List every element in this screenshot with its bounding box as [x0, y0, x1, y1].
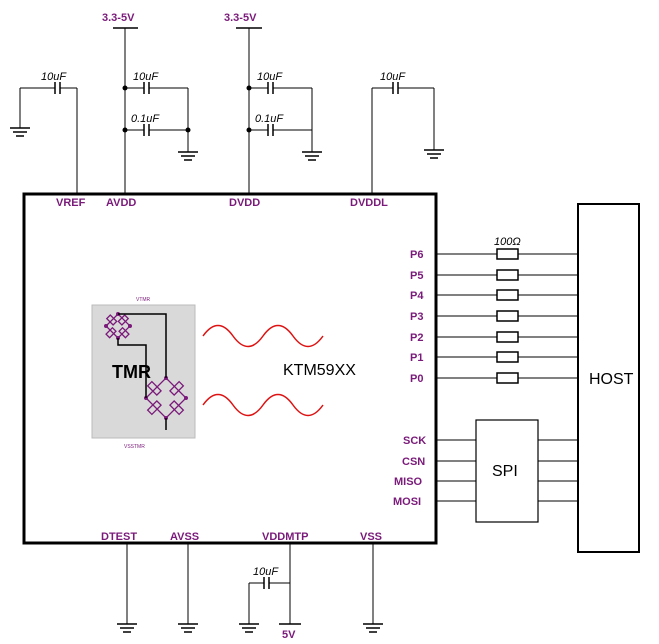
dvdd-cap1-label: 10uF	[257, 71, 283, 83]
pin-sck: SCK	[403, 435, 426, 447]
pin-p3: P3	[410, 311, 423, 323]
pin-vref: VREF	[56, 197, 86, 209]
resistor-p4	[496, 289, 519, 301]
chip-name: KTM59XX	[283, 362, 356, 379]
pin-p5: P5	[410, 270, 423, 282]
avdd-cap2-label: 0.1uF	[131, 113, 160, 125]
pin-vss: VSS	[360, 531, 382, 543]
pin-vddmtp: VDDMTP	[262, 531, 308, 543]
vref-cap-label: 10uF	[41, 71, 67, 83]
pin-mosi: MOSI	[393, 496, 421, 508]
avdd-supply-label: 3.3-5V	[102, 12, 135, 24]
host-label: HOST	[589, 371, 634, 388]
ground-symbol	[178, 623, 198, 633]
pin-dvddl: DVDDL	[350, 197, 388, 209]
pin-p0: P0	[410, 373, 423, 385]
resistor-p0	[496, 372, 519, 384]
vddmtp-cap-label: 10uF	[253, 566, 279, 578]
tmr-vtmr-label: VTMR	[136, 297, 151, 303]
resistor-p5	[496, 269, 519, 281]
pin-p4: P4	[410, 290, 424, 302]
pin-miso: MISO	[394, 476, 423, 488]
field-wave-upper	[202, 324, 324, 348]
dvdd-supply-label: 3.3-5V	[224, 12, 257, 24]
spi-label: SPI	[492, 463, 518, 480]
dvdd-cap2-label: 0.1uF	[255, 113, 284, 125]
resistor-p3	[496, 310, 519, 322]
pin-dvdd: DVDD	[229, 197, 260, 209]
vddmtp-supply-label: 5V	[282, 629, 296, 641]
resistor-p2	[496, 331, 519, 343]
pin-avss: AVSS	[170, 531, 199, 543]
pin-p2: P2	[410, 332, 423, 344]
ground-symbol	[363, 623, 383, 633]
ground-symbol	[117, 623, 137, 633]
ground-symbol	[178, 151, 198, 161]
pin-p6: P6	[410, 249, 423, 261]
tmr-sensor: VTMR VSSTMR TMR	[91, 297, 196, 450]
pin-avdd: AVDD	[106, 197, 136, 209]
ground-symbol	[424, 149, 444, 159]
pin-dtest: DTEST	[101, 531, 137, 543]
resistor-p1	[496, 351, 519, 363]
chip-body	[22, 192, 438, 545]
pin-csn: CSN	[402, 456, 425, 468]
resistor-p6	[496, 248, 519, 260]
dvddl-cap-label: 10uF	[380, 71, 406, 83]
tmr-vsstmr-label: VSSTMR	[124, 444, 145, 450]
spi-block	[475, 419, 539, 523]
ground-symbol	[10, 127, 30, 137]
field-wave-lower	[202, 393, 324, 417]
ground-symbol	[302, 151, 322, 161]
resistor-label: 100Ω	[494, 236, 521, 248]
pin-p1: P1	[410, 352, 423, 364]
avdd-cap1-label: 10uF	[133, 71, 159, 83]
tmr-label: TMR	[112, 362, 151, 382]
ground-symbol	[239, 623, 259, 633]
